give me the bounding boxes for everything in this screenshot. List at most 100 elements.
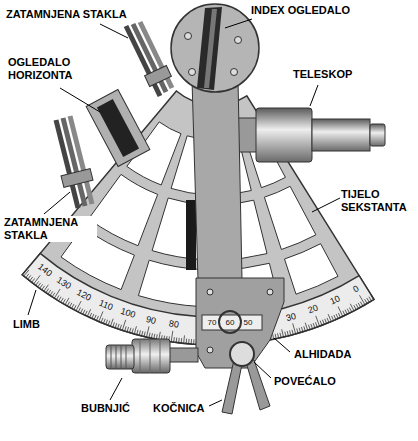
vernier-number: 70 — [208, 318, 217, 327]
part-label: INDEX OGLEDALO — [250, 4, 351, 17]
limb-tick — [61, 298, 64, 302]
limb-tick — [122, 320, 125, 330]
limb-tick — [36, 281, 39, 285]
limb-tick — [156, 334, 158, 339]
scale-number: 80 — [168, 318, 179, 329]
limb-tick — [101, 318, 103, 323]
limb-tick — [65, 298, 69, 305]
limb-tick — [313, 323, 315, 328]
limb-tick — [76, 301, 81, 311]
shadow-strip — [186, 200, 196, 270]
limb-tick — [83, 310, 85, 314]
limb-tick — [59, 297, 62, 301]
leader-line — [44, 192, 70, 214]
screw — [189, 69, 196, 76]
limb-tick — [52, 293, 55, 297]
limb-tick — [332, 316, 334, 321]
limb-tick — [316, 316, 320, 326]
scale-number: 30 — [285, 310, 297, 322]
limb-tick — [311, 324, 313, 329]
limb-tick — [292, 330, 293, 335]
limb-tick — [304, 326, 306, 331]
limb-tick — [354, 305, 356, 309]
telescope-tube — [256, 108, 312, 162]
limb-tick — [287, 331, 288, 336]
limb-tick — [338, 313, 340, 318]
part-label: ZATAMNJENA STAKLA — [5, 8, 128, 21]
limb-tick — [176, 338, 178, 343]
limb-tick — [92, 314, 94, 319]
limb-tick — [38, 283, 41, 287]
limb-tick — [24, 270, 29, 276]
limb-tick — [28, 275, 31, 279]
part-label: POVEĆALO — [273, 375, 337, 388]
limb-tick — [96, 316, 98, 321]
limb-tick — [328, 314, 331, 321]
limb-tick — [125, 326, 127, 331]
leader-line — [312, 198, 340, 212]
limb-tick — [309, 325, 311, 330]
vernier-number: 50 — [244, 318, 253, 327]
knurl — [116, 345, 117, 369]
frame-opening — [285, 244, 339, 295]
limb-tick — [365, 299, 368, 303]
limb-tick — [90, 313, 92, 318]
limb-tick — [108, 321, 110, 326]
limb-tick — [80, 309, 82, 313]
part-label: KOČNICA — [152, 402, 205, 415]
limb-tick — [316, 322, 318, 327]
leader-line — [310, 85, 318, 106]
telescope-tube — [312, 119, 370, 151]
limb-tick — [74, 305, 76, 309]
limb-tick — [46, 289, 49, 293]
limb-tick — [67, 302, 69, 306]
limb-tick — [305, 323, 307, 331]
limb-tick — [142, 331, 143, 336]
limb-tick — [69, 303, 71, 307]
limb-tick — [325, 319, 327, 324]
index-plate — [196, 278, 284, 368]
limb-tick — [137, 330, 138, 335]
mirror-highlight — [204, 9, 217, 88]
knurl — [121, 345, 122, 369]
limb-tick — [356, 304, 358, 308]
shade-glasses — [56, 116, 93, 208]
shade-glasses — [126, 22, 172, 96]
limb-tick — [30, 277, 33, 281]
limb-tick — [290, 330, 291, 335]
leader-line — [254, 362, 271, 378]
limb-tick — [320, 321, 322, 326]
leader-line — [28, 290, 36, 315]
limb-tick — [87, 309, 90, 316]
knurl — [126, 345, 127, 369]
part-label: LIMB — [12, 318, 41, 331]
limb-tick — [186, 339, 187, 344]
shade-rod — [126, 26, 160, 96]
part-label: BUBNJIĆ — [80, 402, 131, 415]
screw — [207, 347, 213, 353]
limb-tick — [94, 315, 96, 320]
limb-tick — [191, 339, 192, 344]
limb-tick — [173, 337, 175, 342]
limb-tick — [334, 315, 336, 320]
limb-tick — [132, 328, 133, 333]
limb-tick — [129, 328, 130, 333]
shade-rod — [70, 116, 92, 204]
limb-tick — [297, 328, 298, 333]
limb-tick — [72, 304, 74, 308]
brake-lever — [222, 342, 270, 414]
limb-tick — [149, 333, 150, 338]
limb-tick — [103, 319, 105, 324]
leader-line — [225, 19, 252, 28]
limb-tick — [120, 325, 122, 330]
leader-line — [274, 338, 290, 352]
limb-tick — [113, 322, 115, 327]
limb-tick — [146, 326, 149, 337]
limb-tick — [171, 331, 173, 342]
vernier-window — [202, 315, 262, 330]
limb-tick — [32, 278, 35, 282]
limb-tick — [106, 320, 108, 325]
limb-tick — [358, 303, 360, 307]
limb-tick — [139, 330, 140, 335]
